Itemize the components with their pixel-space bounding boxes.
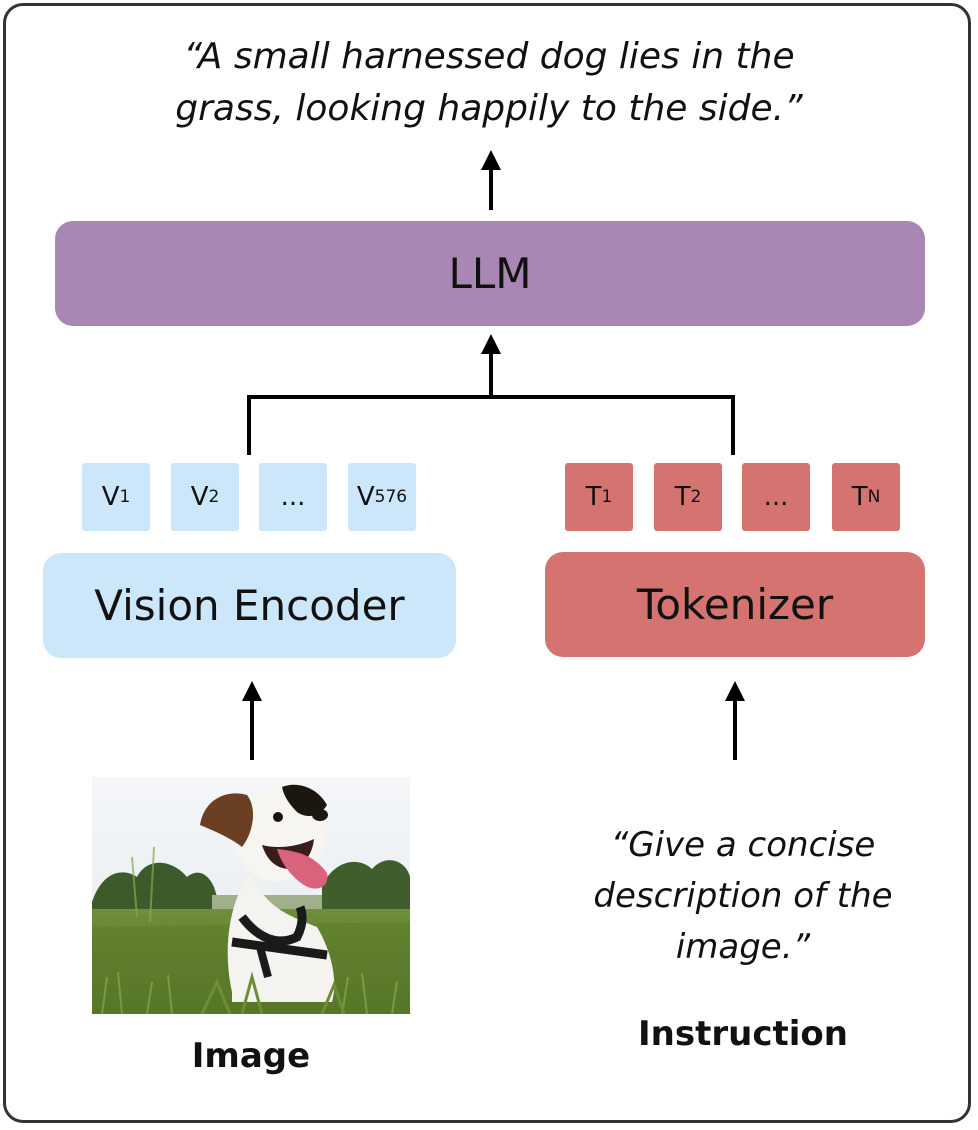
instruction-line-1: “Give a concise (610, 825, 876, 865)
arrow-instruction-to-tokenizer (725, 681, 745, 760)
vision-encoder-label: Vision Encoder (94, 581, 405, 630)
merge-bracket (247, 395, 735, 455)
text-token-2-sub: 2 (690, 487, 702, 507)
text-token-ellipsis: ... (742, 463, 810, 531)
vision-token-2-base: V (190, 482, 209, 512)
text-token-2-base: T (674, 482, 691, 512)
instruction-line-2: description of the (593, 876, 893, 916)
vision-token-ellipsis-base: ... (280, 482, 306, 512)
instruction-label: Instruction (638, 1014, 848, 1054)
arrow-image-to-encoder (242, 681, 262, 760)
image-label: Image (191, 1036, 311, 1076)
output-caption-line-2: grass, looking happily to the side.” (175, 88, 803, 129)
vision-token-576-base: V (356, 482, 375, 512)
vision-token-2-sub: 2 (208, 487, 220, 507)
vision-token-1-base: V (101, 482, 120, 512)
tokenizer-box: Tokenizer (545, 552, 925, 657)
text-token-n-base: T (851, 482, 868, 512)
dog-photo (92, 777, 410, 1014)
vision-token-ellipsis: ... (259, 463, 327, 531)
text-token-n-sub: N (867, 487, 881, 507)
tokenizer-label: Tokenizer (636, 580, 834, 629)
llm-label: LLM (448, 249, 532, 298)
instruction-line-3: image.” (675, 927, 811, 967)
vision-encoder-box: Vision Encoder (43, 553, 456, 658)
vision-token-1-sub: 1 (119, 487, 131, 507)
llm-box: LLM (55, 221, 925, 326)
arrow-llm-to-output (481, 150, 501, 210)
text-token-ellipsis-base: ... (763, 482, 789, 512)
output-caption-line-1: “A small harnessed dog lies in the (183, 36, 795, 77)
text-token-1-sub: 1 (601, 487, 613, 507)
arrow-merge-to-llm (481, 334, 501, 397)
text-token-1-base: T (585, 482, 602, 512)
vision-token-576-sub: 576 (374, 487, 408, 507)
